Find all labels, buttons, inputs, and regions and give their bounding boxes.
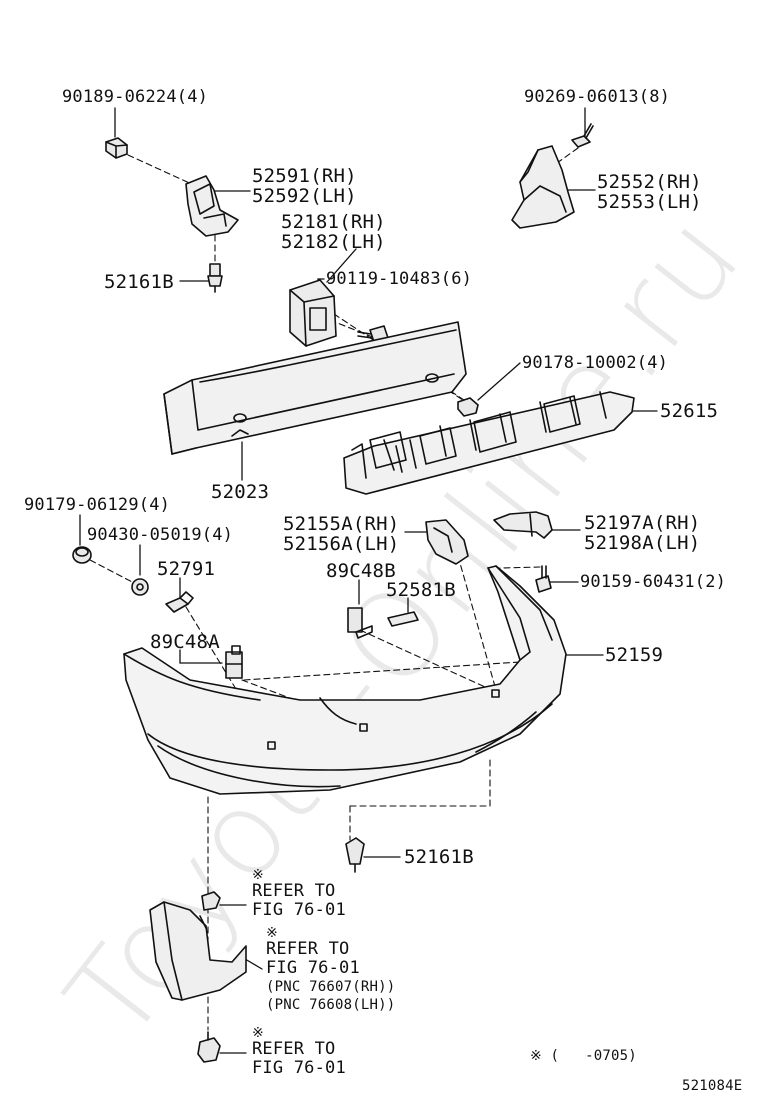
retainer-52197a [493, 511, 553, 539]
bumper-cover-52159 [123, 565, 567, 795]
label-52023: 52023 [211, 481, 270, 503]
mud-guard-screw-bottom [197, 1031, 221, 1063]
label-52552: 52552(RH) [597, 171, 702, 193]
mud-guard-clip-top [201, 891, 221, 911]
reference-mark: ※ [252, 1025, 264, 1041]
reference-mark: ※ [266, 925, 278, 941]
label-52197a: 52197A(RH) [584, 512, 701, 534]
reference-pnc-lh: (PNC 76608(LH)) [266, 997, 396, 1013]
label-52159: 52159 [605, 644, 664, 666]
figure-id: 521084E [682, 1078, 743, 1094]
label-52182: 52182(LH) [281, 231, 386, 253]
label-52181-52182: 52181(RH) 52182(LH) [281, 212, 386, 252]
label-90159: 90159-60431(2) [580, 572, 727, 592]
label-52581b: 52581B [386, 579, 456, 601]
label-52552-52553: 52552(RH) 52553(LH) [597, 172, 702, 212]
nut-90178 [457, 397, 479, 417]
reinforcement-52023 [163, 321, 467, 455]
reference-line2: FIG 76-01 [252, 1058, 346, 1078]
reference-note-1: ※ REFER TO FIG 76-01 [252, 868, 346, 920]
label-90269: 90269-06013(8) [524, 87, 671, 107]
label-52156a: 52156A(LH) [283, 533, 400, 555]
label-52161b-top: 52161B [104, 271, 174, 293]
bolt-90159 [535, 565, 552, 593]
reference-note-3: ※ REFER TO FIG 76-01 [252, 1026, 346, 1078]
retainer-52181 [289, 279, 337, 347]
reflector-52581b [387, 611, 419, 627]
label-89c48a: 89C48A [150, 631, 220, 653]
bracket-52591 [185, 175, 239, 237]
reference-line1: REFER TO [252, 881, 336, 901]
leader-lines [79, 107, 658, 1054]
washer-90430 [131, 578, 149, 596]
absorber-52615 [343, 391, 635, 495]
reference-line1: REFER TO [252, 1039, 336, 1059]
label-52198a: 52198A(LH) [584, 532, 701, 554]
clip-52791 [165, 591, 194, 613]
label-52591: 52591(RH) [252, 165, 357, 187]
label-52615: 52615 [660, 400, 719, 422]
fastener-90269-screw [571, 123, 594, 148]
label-90189: 90189-06224(4) [62, 87, 209, 107]
label-90179: 90179-06129(4) [24, 495, 171, 515]
nut-90179 [72, 546, 92, 564]
footnote: ※ ( -0705) [530, 1048, 637, 1064]
reference-line1: REFER TO [266, 939, 350, 959]
reference-mark: ※ [252, 867, 264, 883]
label-90430: 90430-05019(4) [87, 525, 234, 545]
clip-89c48a [225, 645, 243, 679]
label-52155a-52156a: 52155A(RH) 52156A(LH) [283, 514, 399, 554]
mud-guard [149, 901, 247, 1001]
label-52553: 52553(LH) [597, 191, 702, 213]
label-90119: 90119-10483(6) [326, 269, 473, 289]
label-52591-52592: 52591(RH) 52592(LH) [252, 166, 357, 206]
label-52155a: 52155A(RH) [283, 513, 400, 535]
reference-line2: FIG 76-01 [252, 900, 346, 920]
fastener-90189-nut [105, 137, 128, 159]
label-52181: 52181(RH) [281, 211, 386, 233]
label-52161b-bottom: 52161B [404, 846, 474, 868]
label-90178: 90178-10002(4) [522, 353, 669, 373]
retainer-52155a [425, 519, 469, 565]
label-52197a-52198a: 52197A(RH) 52198A(LH) [584, 513, 700, 553]
reference-note-2: ※ REFER TO FIG 76-01 (PNC 76607(RH)) (PN… [266, 926, 395, 1014]
clip-52161b-bottom [345, 837, 365, 873]
reference-line2: FIG 76-01 [266, 958, 360, 978]
reference-pnc-rh: (PNC 76607(RH)) [266, 979, 396, 995]
label-89c48b: 89C48B [326, 560, 396, 582]
clip-52161b-top [207, 263, 223, 293]
label-52791: 52791 [157, 558, 216, 580]
side-bracket-52552 [511, 145, 575, 229]
clip-89c48b [347, 607, 373, 639]
label-52592: 52592(LH) [252, 185, 357, 207]
